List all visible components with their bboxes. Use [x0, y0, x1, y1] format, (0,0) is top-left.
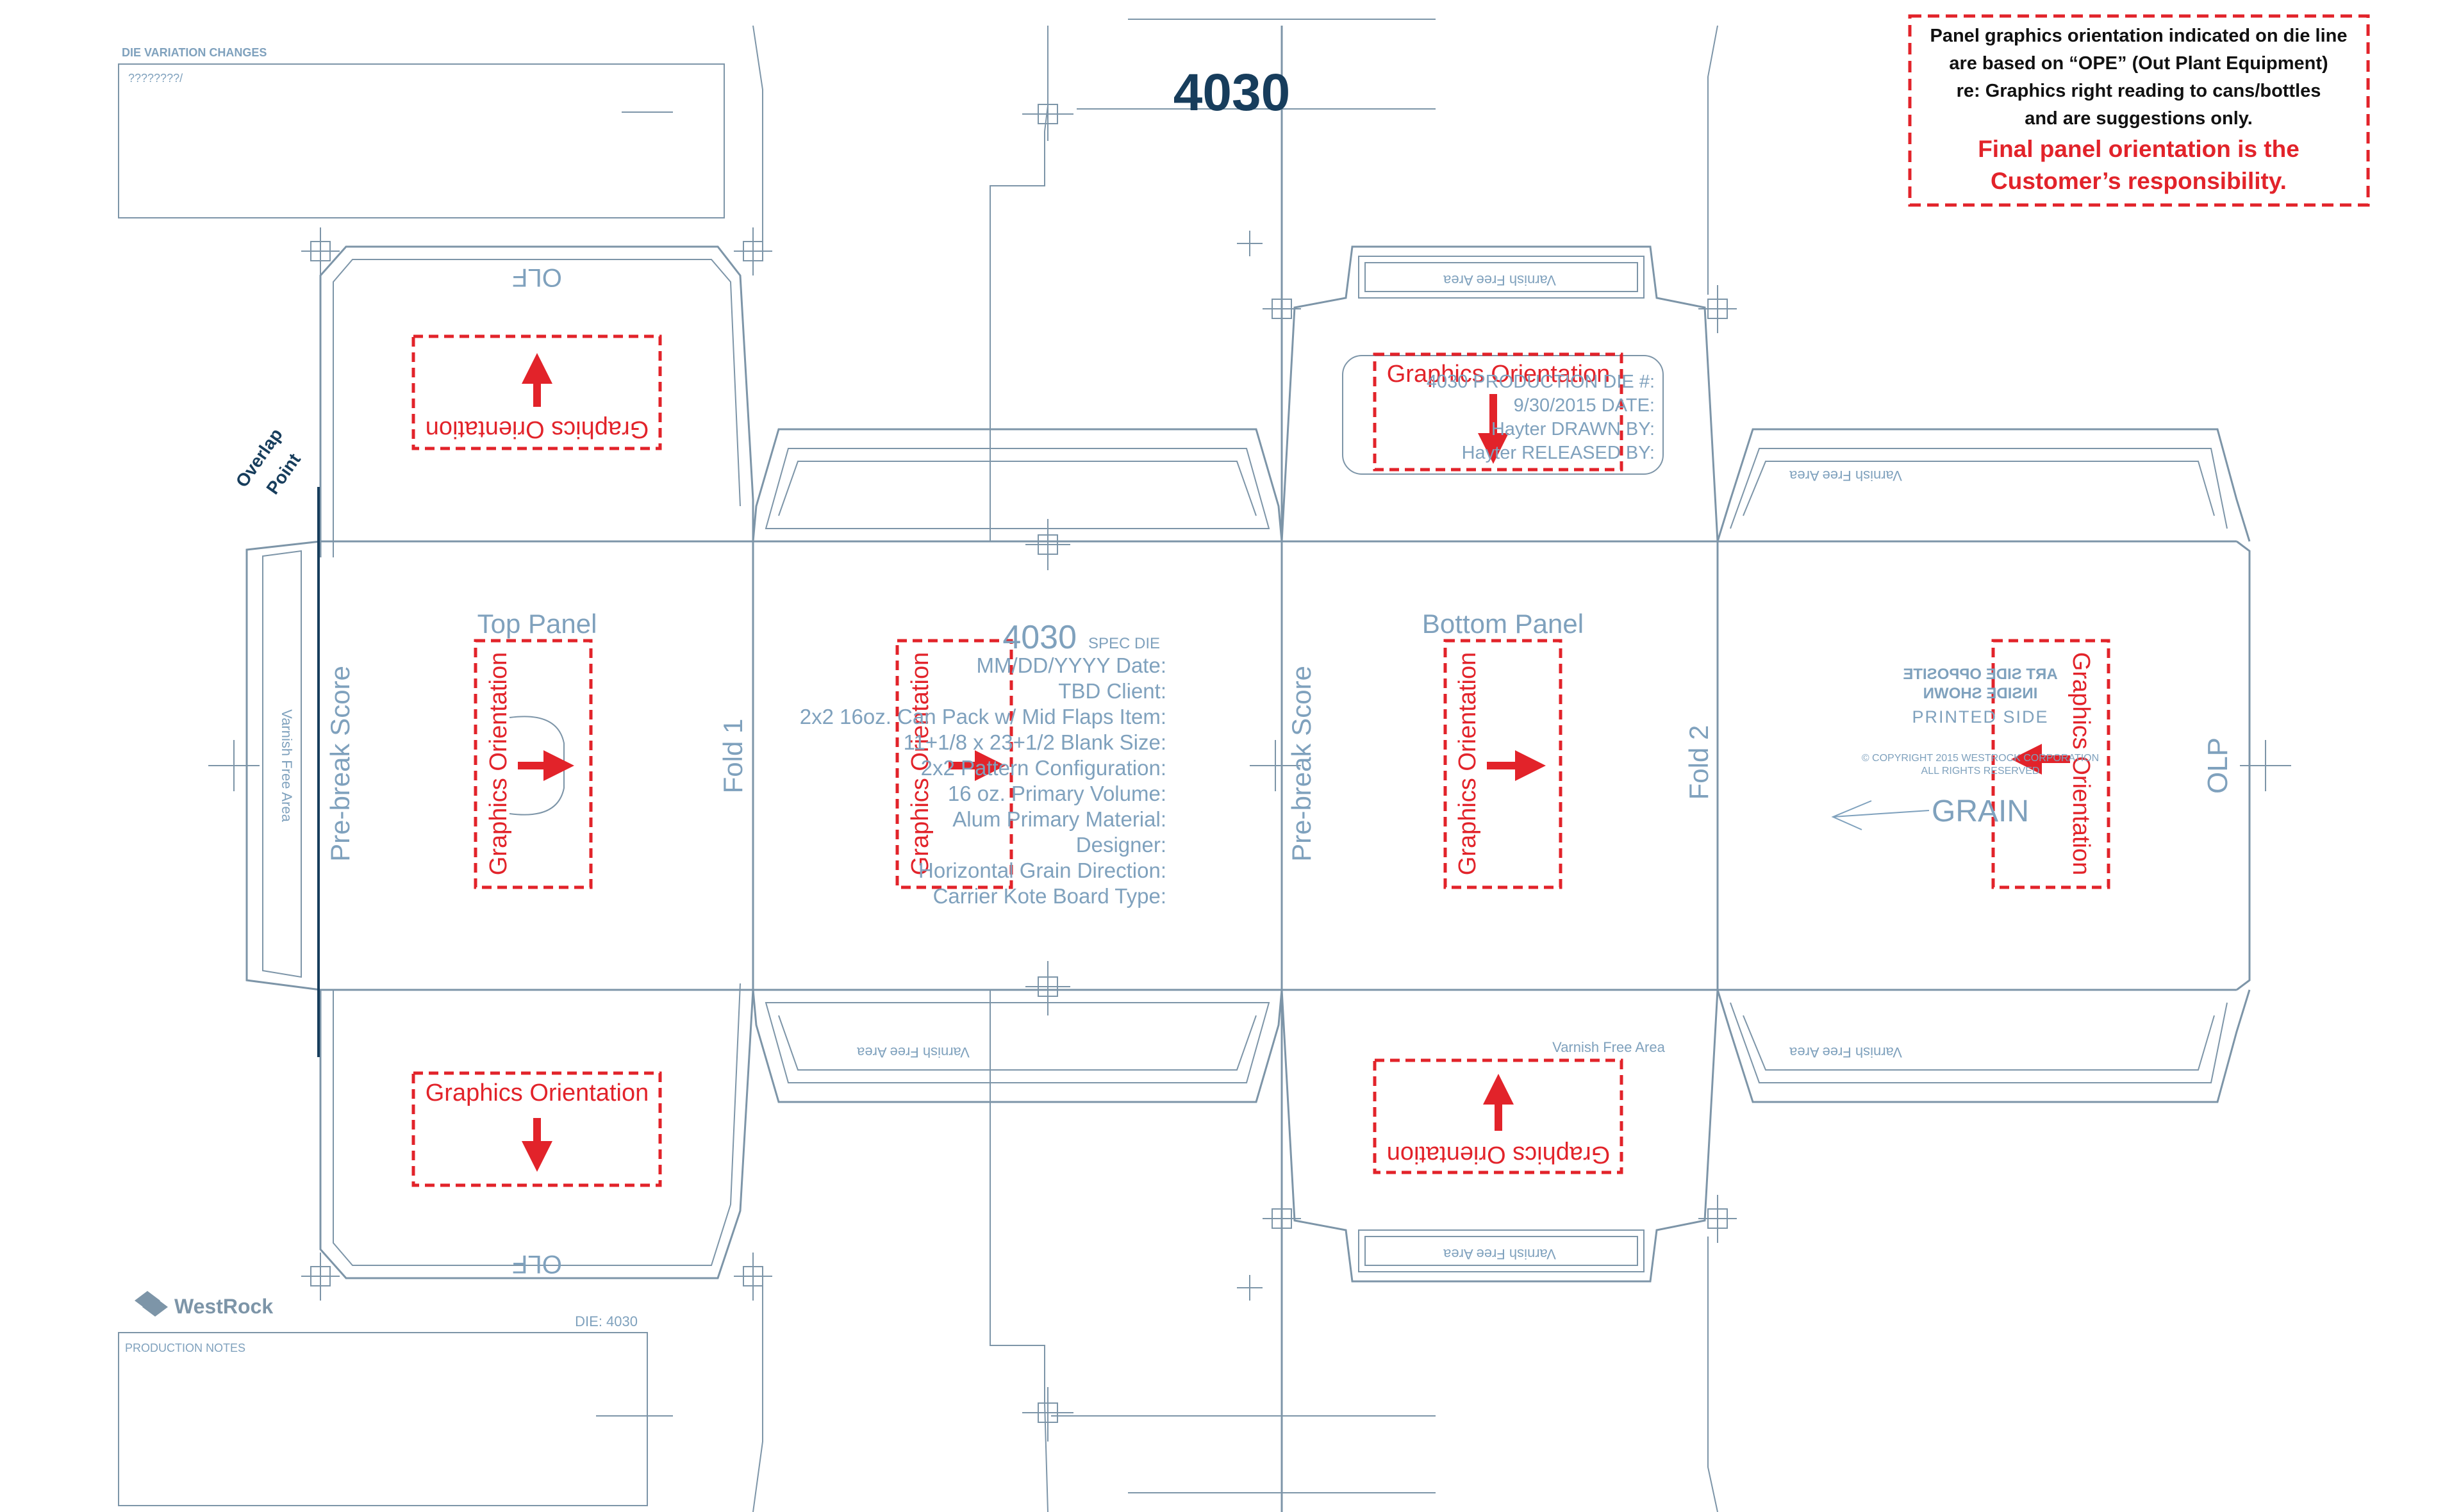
fold-2-label: Fold 2 [1684, 725, 1714, 800]
left-guide [752, 25, 763, 1512]
production-notes-box [118, 1332, 648, 1506]
olp-label: OLP [2202, 737, 2233, 794]
top-panel-label: Top Panel [477, 609, 597, 639]
production-row-3: Hayter RELEASED BY: [1462, 443, 1655, 463]
olf-label-top: OLF [512, 263, 562, 292]
graphics-orientation-label: Graphics Orientation [907, 652, 934, 876]
prebreak-score-center: Pre-break Score [1286, 666, 1316, 862]
registration-marks [208, 86, 2291, 1442]
bottom-panel-top-flap-inner [1358, 256, 1645, 299]
graphics-orientation-production: Graphics Orientation [1373, 352, 1623, 472]
bottom-panel-label: Bottom Panel [1422, 609, 1584, 639]
notice-line-2: are based on “OPE” (Out Plant Equipment) [1949, 53, 2328, 74]
olp-bottom-flap [1716, 989, 2251, 1103]
varnish-free-bottom-box: Varnish Free Area [1443, 1246, 1555, 1262]
spec-row-4: 2x2 Pattern Configuration: [921, 756, 1166, 780]
graphics-orientation-label: Graphics Orientation [1387, 1141, 1611, 1168]
spec-row-6: Alum Primary Material: [952, 807, 1166, 831]
die-number: 4030 [1173, 63, 1290, 122]
bottom-panel-top-flap [1280, 245, 1719, 542]
spec-row-7: Designer: [1076, 833, 1166, 857]
production-notes-title: PRODUCTION NOTES [125, 1342, 245, 1354]
notice-line-1: Panel graphics orientation indicated on … [1930, 26, 2348, 46]
graphics-orientation-label: Graphics Orientation [1454, 652, 1481, 876]
graphics-orientation-bottom-left: Graphics Orientation [411, 1071, 662, 1187]
varnish-free-top-flap: Varnish Free Area [1443, 272, 1555, 288]
right-guide [1707, 25, 1718, 1512]
grain-arrow [1831, 800, 1930, 830]
copyright-line-2: ALL RIGHTS RESERVED [1921, 766, 2040, 777]
glue-strip-inner [262, 550, 302, 978]
varnish-free-olp-bottom: Varnish Free Area [1789, 1044, 1902, 1060]
bottom-panel-bottom-flap-inner [1358, 1229, 1645, 1272]
spec-number: 4030 [1002, 619, 1077, 656]
die-variation-value: ????????/ [128, 72, 183, 85]
production-die-block: 4030 PRODUCTION DIE #: 9/30/2015 DATE: H… [1427, 372, 1655, 463]
graphics-orientation-label: Graphics Orientation [1387, 361, 1611, 388]
graphics-orientation-label: Graphics Orientation [2067, 652, 2094, 876]
copyright-line-1: © COPYRIGHT 2015 WESTROCK CORPORATION [1862, 753, 2099, 764]
art-side-line-1: ART SIDE OPPOSITE [1903, 666, 2057, 683]
varnish-free-bottom-flap: Varnish Free Area [1552, 1039, 1665, 1055]
westrock-mark-icon [135, 1291, 168, 1317]
spec-row-2: 2x2 16oz. Can Pack w/ Mid Flaps Item: [800, 705, 1166, 728]
left-panel-inner [333, 259, 741, 1266]
graphics-orientation-label: Graphics Orientation [426, 1080, 649, 1106]
varnish-free-glue-strip: Varnish Free Area [279, 709, 295, 822]
olp-top-flap-inner [1730, 448, 2228, 529]
center-guide-top [990, 26, 1048, 541]
production-row-2: Hayter DRAWN BY: [1491, 419, 1655, 440]
fold-1-label: Fold 1 [718, 719, 748, 794]
center-bottom-flap [752, 989, 1283, 1103]
grain-block: ART SIDE OPPOSITE INSIDE SHOWN PRINTED S… [1831, 666, 2099, 830]
varnish-free-center-bottom: Varnish Free Area [856, 1044, 969, 1060]
graphics-orientation-top-left: Graphics Orientation [411, 334, 662, 450]
bottom-panel-bottom-flap [1280, 989, 1719, 1283]
brand-name: WestRock [174, 1295, 273, 1318]
art-side-line-2: INSIDE SHOWN [1923, 685, 2038, 702]
center-guide-bottom [990, 990, 1048, 1512]
center-bottom-flap-inner [765, 1002, 1270, 1083]
spec-row-1: TBD Client: [1058, 679, 1166, 703]
alignment-ticks [596, 19, 1436, 1493]
olp-bottom-flap-inner [1730, 1002, 2228, 1083]
notice-line-3: re: Graphics right reading to cans/bottl… [1957, 81, 2321, 101]
graphics-orientation-label: Graphics Orientation [485, 652, 512, 876]
graphics-orientation-label: Graphics Orientation [426, 416, 649, 443]
graphics-orientation-center: Graphics Orientation [895, 639, 1013, 889]
spec-suffix: SPEC DIE [1088, 635, 1160, 652]
spec-row-3: 11+1/8 x 23+1/2 Blank Size: [904, 730, 1166, 754]
grain-label: GRAIN [1932, 794, 2029, 828]
notice-emphasis-2: Customer’s responsibility. [1991, 168, 2287, 194]
olf-label-bottom: OLF [512, 1250, 562, 1278]
production-row-0: 4030 PRODUCTION DIE #: [1427, 372, 1655, 392]
printed-side-label: PRINTED SIDE [1912, 707, 2048, 727]
spec-row-9: Carrier Kote Board Type: [933, 884, 1166, 908]
spec-row-0: MM/DD/YYYY Date: [977, 653, 1166, 677]
olp-top-flap [1716, 428, 2251, 542]
production-row-1: 9/30/2015 DATE: [1514, 395, 1655, 416]
spec-die-block: 4030 SPEC DIE MM/DD/YYYY Date: TBD Clien… [800, 619, 1166, 908]
graphics-orientation-top-panel: Graphics Orientation [474, 639, 593, 889]
die-variation-box [118, 63, 725, 218]
center-top-flap-inner [765, 448, 1270, 529]
notice-line-4: and are suggestions only. [2025, 108, 2253, 129]
westrock-logo: WestRock [135, 1291, 273, 1318]
spec-row-5: 16 oz. Primary Volume: [948, 782, 1166, 805]
notice-emphasis-1: Final panel orientation is the [1978, 136, 2299, 162]
prebreak-score-left: Pre-break Score [325, 666, 355, 862]
die-variation-title: DIE VARIATION CHANGES [122, 46, 267, 59]
spec-row-8: Horizontal Grain Direction: [918, 859, 1166, 882]
graphics-orientation-bottom-flap: Graphics Orientation [1373, 1058, 1623, 1174]
die-footer: DIE: 4030 [575, 1313, 638, 1329]
graphics-orientation-bottom-panel: Graphics Orientation [1443, 639, 1562, 889]
center-top-flap [752, 428, 1283, 542]
graphics-orientation-right: Graphics Orientation [1991, 639, 2110, 889]
die-structure [208, 19, 2291, 1512]
varnish-free-olp-top: Varnish Free Area [1789, 468, 1902, 484]
